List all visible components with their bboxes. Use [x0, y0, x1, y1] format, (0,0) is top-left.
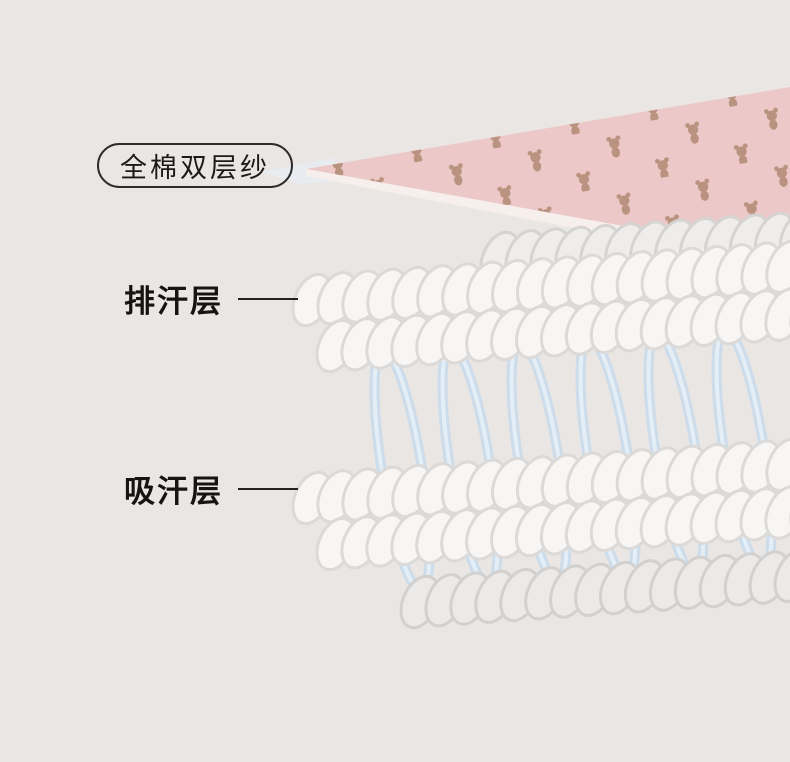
- wicking-layer-label: 排汗层: [124, 284, 223, 319]
- absorbing-layer-label: 吸汗层: [124, 474, 223, 509]
- wicking-callout-line: [238, 297, 298, 300]
- cotton-double-gauze-badge: 全棉双层纱: [97, 143, 293, 188]
- wicking-layer-callout: 排汗层: [124, 276, 298, 321]
- absorbing-layer-callout: 吸汗层: [124, 466, 298, 511]
- knit-bottom-layer: [282, 429, 790, 635]
- absorbing-callout-line: [238, 487, 298, 490]
- badge-label: 全棉双层纱: [120, 153, 270, 183]
- bear-print: [306, 87, 790, 256]
